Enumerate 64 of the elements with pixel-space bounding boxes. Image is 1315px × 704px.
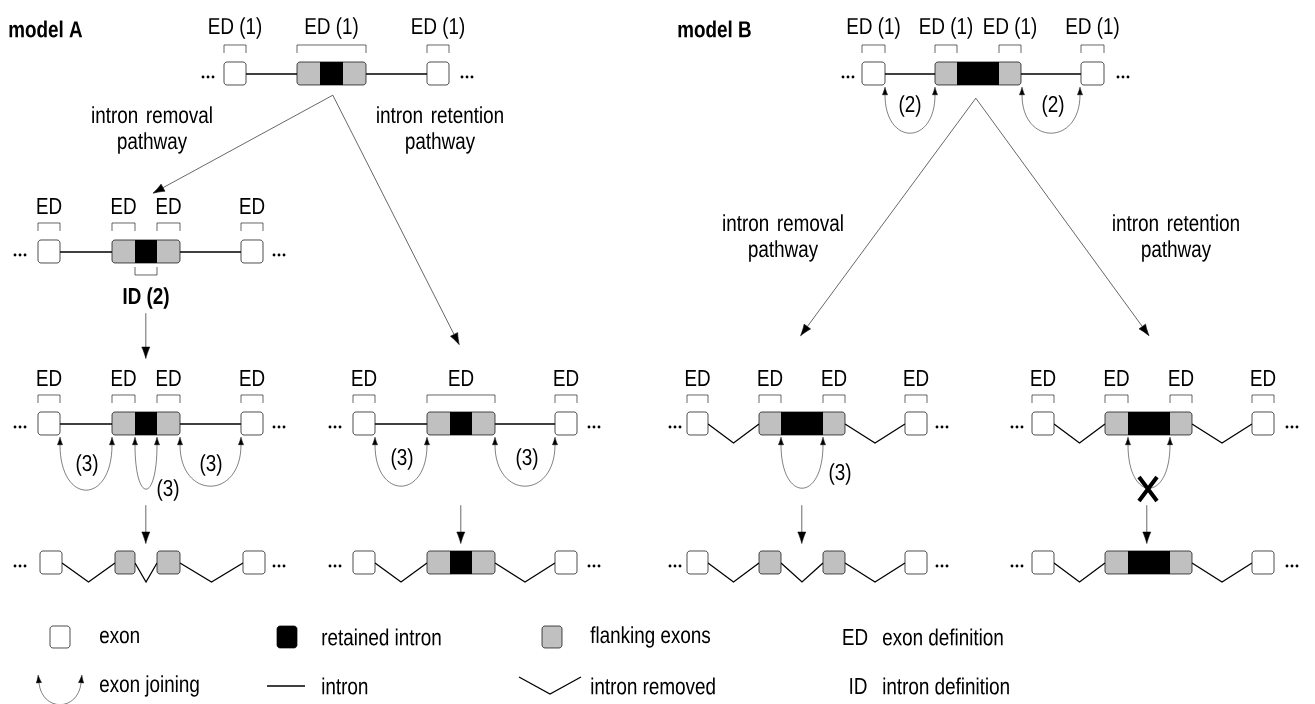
- transcript-drawing: [13, 550, 286, 584]
- edge-label: intron removal pathway: [92, 106, 212, 154]
- arrow: [141, 504, 151, 544]
- bracket-label: ED: [37, 198, 62, 232]
- step-label: (2): [899, 95, 921, 117]
- step-label: (3): [76, 454, 98, 476]
- bracket-label: ED (1): [984, 17, 1037, 54]
- bracket-label: ED: [240, 198, 265, 232]
- step-label: (3): [516, 448, 538, 470]
- edge-label: intron removal pathway: [723, 214, 843, 262]
- legend-text: exon definition: [883, 628, 1003, 646]
- legend-text: intron definition: [883, 677, 1009, 695]
- bracket-label: ED: [37, 370, 62, 404]
- bracket-label: ED: [426, 370, 496, 404]
- edge-label: intron retention pathway: [1113, 214, 1239, 262]
- bracket-label: ED: [240, 370, 265, 404]
- bracket-label: ED: [1031, 370, 1056, 404]
- step-label: (3): [157, 479, 179, 501]
- bracket-label: ED (1): [412, 17, 465, 54]
- transcript-drawing: [1010, 550, 1299, 583]
- legend-text: exon joining: [100, 675, 199, 697]
- step-label: (3): [200, 454, 222, 476]
- arrow: [332, 94, 460, 345]
- transcript-drawing: [328, 550, 601, 583]
- bracket-label: ED: [758, 370, 783, 404]
- bracket-label: ED: [156, 198, 181, 232]
- bracket-label: ED: [352, 370, 377, 404]
- bracket-label: ED: [1169, 370, 1194, 404]
- panel-title: model B: [678, 20, 751, 38]
- bracket-label: ED (1): [847, 17, 900, 54]
- bracket-label: ED: [111, 370, 136, 404]
- arrow: [1142, 504, 1152, 544]
- transcript-drawing: [668, 550, 949, 583]
- legend-text: flanking exons: [590, 626, 711, 648]
- step-label: (3): [391, 448, 413, 470]
- arrow: [800, 97, 977, 337]
- bracket-label: ED: [822, 370, 847, 404]
- bracket-label: ED: [111, 198, 136, 232]
- bracket-label: ED (1): [209, 17, 262, 54]
- bracket-label: ED: [156, 370, 181, 404]
- legend-text: retained intron: [322, 628, 441, 646]
- abbreviation-label: ID: [850, 678, 867, 694]
- bracket-label: ED: [554, 370, 579, 404]
- arrow: [975, 97, 1150, 337]
- legend-text: intron removed: [591, 677, 715, 695]
- bracket-label: ED (1): [296, 17, 367, 54]
- edge-label: intron retention pathway: [377, 106, 503, 154]
- bracket-label: ED (1): [920, 17, 973, 54]
- arrow: [141, 312, 151, 359]
- arrow: [456, 504, 466, 544]
- panel-title: model A: [9, 20, 83, 38]
- arrow: [152, 94, 334, 194]
- bracket-label: ED: [1251, 370, 1276, 404]
- bracket-label: ED: [685, 370, 710, 404]
- bracket-label: ED: [1104, 370, 1129, 404]
- legend-text: exon: [100, 630, 139, 644]
- step-label: (2): [1042, 95, 1064, 117]
- arrow: [797, 504, 807, 544]
- abbreviation-label: ED: [843, 629, 868, 645]
- bracket-label: ED: [904, 370, 929, 404]
- legend-text: intron: [322, 677, 368, 695]
- step-label: (3): [829, 463, 851, 485]
- bracket-label: ED (1): [1066, 17, 1119, 54]
- bracket-label: ID (2): [123, 266, 169, 309]
